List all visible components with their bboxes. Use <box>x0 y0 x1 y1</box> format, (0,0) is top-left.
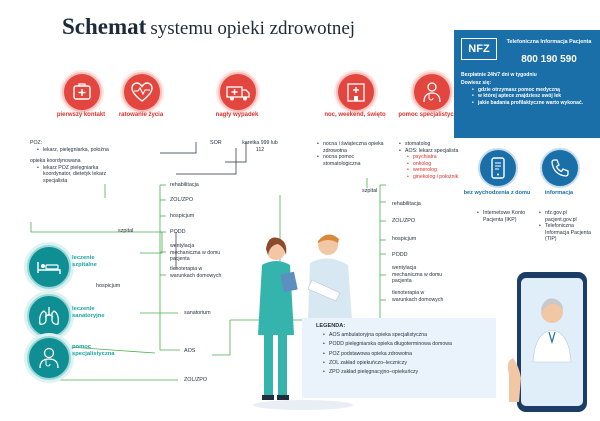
spec-item-2: AOS: lekarz specjalista <box>399 148 468 155</box>
info-item: w której aptece znajdziesz swój lek <box>472 93 590 100</box>
sanatorium-node: sanatorium <box>184 310 211 316</box>
hospital-building-icon <box>336 72 376 112</box>
spec-sub-2: onkolog <box>407 161 468 168</box>
ambulance-number-node: karetka 999 lub 112 <box>242 140 278 153</box>
spec-sub-3: wenerolog <box>407 167 468 174</box>
left-zolzpo: ZOL/ZPO <box>170 197 194 203</box>
teal-label-hospital: leczenie szpitalne <box>72 255 97 268</box>
info-heading: Telefoniczna Informacja Pacjenta <box>506 39 592 45</box>
specialist-icon <box>27 336 71 380</box>
doctor-icon <box>412 72 452 112</box>
info-phone: 800 190 590 <box>521 54 577 65</box>
left-ventilation: wentylacja mechaniczna w domu pacjenta <box>170 243 221 262</box>
lungs-icon <box>27 294 71 338</box>
phone-doctor-illustration <box>507 272 587 412</box>
circle-label-night: noc, weekend, święto <box>324 112 386 118</box>
circle-label-first-contact: pierwszy kontakt <box>56 112 106 118</box>
home-block-items: Internetowe Konto Pacjenta (IKP) <box>476 210 530 223</box>
spec-sub-4: ginekolog i położnik <box>407 174 468 181</box>
smartphone-icon <box>478 148 518 188</box>
sor-node: SOR <box>210 140 222 146</box>
title-bold: Schemat <box>62 14 147 39</box>
circle-label-specialist: pomoc specjalistyczna <box>398 112 464 118</box>
legend-list: AOS ambulatoryjna opieka specjalistyczna… <box>322 332 496 375</box>
web-item: nfz.gov.pl pacjent.gov.pl <box>539 210 596 223</box>
patient-info-box: NFZ Telefoniczna Informacja Pacjenta 800… <box>454 30 600 138</box>
spec-sub-1: psychiatra <box>407 154 468 161</box>
legend-item: ZOL zakład opiekuńczo–leczniczy <box>323 360 496 366</box>
bottom-zolzpo: ZOL/ZPO <box>184 377 208 383</box>
legend-item: POZ podstawowa opieka zdrowotna <box>323 351 496 357</box>
night-item-1: nocna i świąteczna opieka zdrowotna <box>317 141 386 154</box>
koord-item: lekarz POZ pielęgniarka koordynator, die… <box>37 165 110 185</box>
teal-label-sanatorium: leczenie sanatoryjne <box>72 306 105 319</box>
night-item-2: nocna pomoc stomatologiczna <box>317 154 386 167</box>
left-hospice: hospicjum <box>170 213 195 219</box>
info-item: jakie badania profilaktyczne warto wykon… <box>472 100 590 107</box>
phone-icon <box>540 148 580 188</box>
legend-item: PODD pielęgniarska opieka długoterminowa… <box>323 341 496 347</box>
ikp-item: Internetowe Konto Pacjenta (IKP) <box>477 210 530 223</box>
specialist-block: stomatologAOS: lekarz specjalista psychi… <box>398 141 468 180</box>
legend-heading: LEGENDA: <box>316 323 346 329</box>
home-block-label: bez wychodzenia z domu <box>463 190 531 196</box>
right-podd: PODD <box>392 252 408 258</box>
info-free-line: Bezpłatnie 24h/7 dni w tygodniu <box>461 72 537 78</box>
left-podd: PODD <box>170 229 186 235</box>
aos-node: AOS <box>184 348 196 354</box>
hospital-node-left: szpital <box>118 228 134 234</box>
info-block-label: informacja <box>544 190 574 196</box>
nfz-logo: NFZ <box>461 38 497 60</box>
info-block-items: nfz.gov.pl pacjent.gov.plTelefoniczna In… <box>538 210 596 243</box>
info-learn: Dowiesz się: <box>461 80 492 86</box>
circle-label-save-life: ratowanie życia <box>118 112 164 118</box>
info-item: gdzie otrzymasz pomoc medyczną <box>472 87 590 94</box>
right-zolzpo: ZOL/ZPO <box>392 218 416 224</box>
tip-item: Telefoniczna Informacja Pacjenta (TIP) <box>539 223 596 243</box>
right-oxygen: tlenoterapia w warunkach domowych <box>392 290 444 303</box>
legend-item: ZPO zakład pielęgnacyjno–opiekuńczy <box>323 369 496 375</box>
ambulance-icon <box>218 72 258 112</box>
info-items: gdzie otrzymasz pomoc medyczną w której … <box>471 87 590 106</box>
circle-label-accident: nagły wypadek <box>215 112 259 118</box>
hospital-node-right: szpital <box>362 188 378 194</box>
teal-label-specialist: pomoc specjalistyczna <box>72 344 115 357</box>
bottom-hospice: hospicjum <box>96 283 121 289</box>
right-hospice: hospicjum <box>392 236 417 242</box>
spec-item-1: stomatolog <box>399 141 468 148</box>
poz-item: lekarz, pielęgniarka, położna <box>37 147 110 154</box>
right-rehab: rehabilitacja <box>392 201 421 207</box>
heart-pulse-icon <box>122 72 162 112</box>
hospital-bed-icon <box>27 245 71 289</box>
right-ventilation: wentylacja mechaniczna w domu pacjenta <box>392 265 443 284</box>
left-oxygen: tlenoterapia w warunkach domowych <box>170 266 222 279</box>
left-rehab: rehabilitacja <box>170 182 199 188</box>
first-aid-kit-icon <box>62 72 102 112</box>
night-care-block: nocna i świąteczna opieka zdrowotnanocna… <box>316 141 386 167</box>
legend-item: AOS ambulatoryjna opieka specjalistyczna <box>323 332 496 338</box>
poz-label: POZ: <box>30 140 43 146</box>
title-rest: systemu opieki zdrowotnej <box>150 18 356 39</box>
poz-block: POZ: lekarz, pielęgniarka, położna opiek… <box>30 140 110 184</box>
legend-box: LEGENDA: AOS ambulatoryjna opieka specja… <box>302 318 496 398</box>
koord-label: opieka koordynowana <box>30 158 81 164</box>
